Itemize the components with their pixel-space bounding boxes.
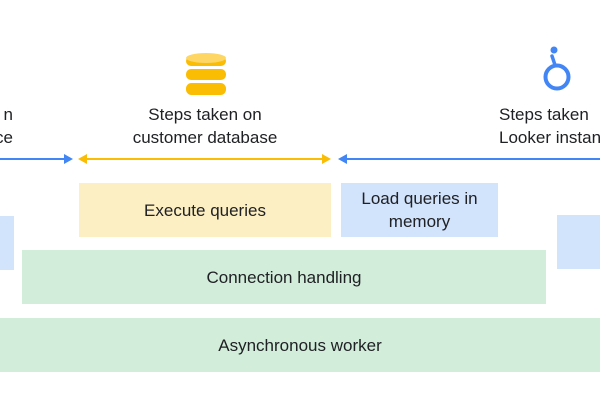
right-partial-box xyxy=(557,215,600,269)
left-span-arrow xyxy=(0,154,73,164)
async-worker-label: Asynchronous worker xyxy=(218,335,382,355)
center-span-arrow xyxy=(78,154,331,164)
left-partial-box xyxy=(0,216,14,270)
load-queries-box: Load queries in memory xyxy=(341,183,498,237)
center-heading-line1: Steps taken on xyxy=(148,105,262,124)
right-heading-line2: Looker instan xyxy=(499,128,600,147)
left-heading-line2: ce xyxy=(0,128,13,147)
load-queries-label: Load queries in memory xyxy=(361,189,478,231)
execute-queries-label: Execute queries xyxy=(144,200,266,220)
connection-handling-label: Connection handling xyxy=(206,267,362,287)
database-icon xyxy=(186,53,226,95)
async-worker-box: Asynchronous worker xyxy=(0,318,600,372)
center-column-heading: Steps taken on customer database xyxy=(133,103,278,149)
connection-handling-box: Connection handling xyxy=(22,250,546,304)
right-span-arrow xyxy=(338,154,600,164)
center-heading-line2: customer database xyxy=(132,128,278,147)
execute-queries-box: Execute queries xyxy=(79,183,331,237)
right-column-heading: Steps taken Looker instan xyxy=(499,103,600,149)
looker-logo-icon xyxy=(543,46,571,91)
left-column-heading: n ce xyxy=(0,103,13,149)
right-heading-line1: Steps taken xyxy=(499,105,589,124)
left-heading-line1: n xyxy=(3,105,13,124)
